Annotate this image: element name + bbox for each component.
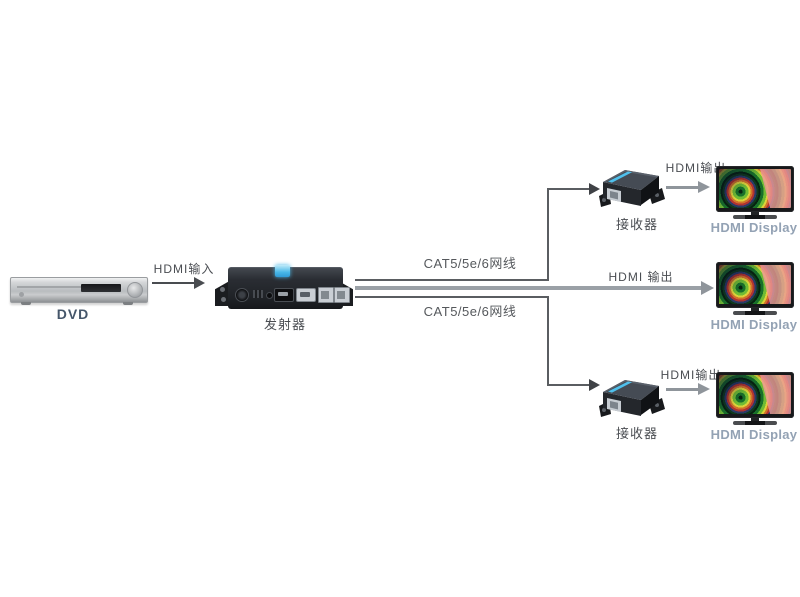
- hdmi-display-top-stand-base: [733, 215, 777, 219]
- transmitter-dc-port: [235, 288, 249, 302]
- dvd-label: DVD: [56, 306, 90, 322]
- hdmi-display-bottom-stand-base: [733, 421, 777, 425]
- transmitter-label: 发射器: [263, 317, 306, 332]
- branch-line-vertical-top: [547, 189, 549, 281]
- hdmi-display-mid: [716, 262, 794, 315]
- branch-line-vertical-bottom: [547, 296, 549, 386]
- hdmi-display-label-top: HDMI Display: [710, 220, 798, 235]
- cat5-cable-label-bottom: CAT5/5e/6网线: [423, 304, 517, 319]
- hdmi-display-mid-screen: [719, 265, 791, 304]
- receiver-device-bottom: [599, 380, 665, 417]
- hdmi-display-bottom: [716, 372, 794, 425]
- transmitter-vent: [253, 290, 263, 298]
- hdmi-output-bottom-arrow-head: [698, 383, 710, 395]
- dvd-foot: [123, 302, 133, 305]
- hdmi-display-label-mid: HDMI Display: [710, 317, 798, 332]
- hdmi-output-mid-label: HDMI 输出: [608, 270, 674, 284]
- hdmi-display-top-screen: [719, 169, 791, 208]
- dvd-player: [10, 277, 148, 305]
- hdmi-display-top: [716, 166, 794, 219]
- hdmi-display-top-stand-neck: [751, 212, 759, 216]
- hdmi-input-arrow-head: [194, 277, 205, 289]
- branch-arrow-bottom-head: [589, 379, 600, 391]
- hdmi-output-mid-arrow-head: [701, 281, 714, 295]
- hdmi-output-mid-arrow-shaft: [355, 286, 701, 290]
- branch-arrow-bottom-shaft: [547, 384, 590, 386]
- hdmi-display-label-bottom: HDMI Display: [710, 427, 798, 442]
- transmitter-hdmi-port-2: [296, 288, 316, 302]
- dvd-tray-line: [17, 286, 117, 288]
- dvd-display-window: [81, 284, 121, 292]
- transmitter-hdmi-port-1: [274, 288, 294, 302]
- hdmi-display-bottom-stand-neck: [751, 418, 759, 422]
- receiver-device-top: [599, 170, 665, 207]
- hdmi-display-bottom-screen: [719, 375, 791, 414]
- transmitter-rj45-port-2: [334, 287, 350, 303]
- transmitter-led-strip: [275, 265, 290, 277]
- hdmi-display-mid-stand-base: [733, 311, 777, 315]
- dvd-power-led: [19, 292, 24, 297]
- hdmi-output-bottom-arrow-shaft: [666, 388, 699, 391]
- dvd-control-knob: [127, 282, 143, 298]
- hdmi-display-mid-stand-neck: [751, 308, 759, 312]
- cat5-cable-line-top: [355, 279, 548, 281]
- hdmi-input-label: HDMI输入: [153, 262, 215, 276]
- hdmi-input-arrow-shaft: [152, 282, 196, 284]
- hdmi-output-bottom-label: HDMI输出: [660, 368, 722, 382]
- cat5-cable-line-bottom: [355, 296, 548, 298]
- hdmi-output-top-arrow-shaft: [666, 186, 699, 189]
- hdmi-output-top-label: HDMI输出: [665, 161, 727, 175]
- branch-arrow-top-head: [589, 183, 600, 195]
- transmitter-ir-jack: [266, 292, 273, 299]
- hdmi-output-top-arrow-head: [698, 181, 710, 193]
- receiver-label-bottom: 接收器: [615, 426, 658, 441]
- dvd-foot: [21, 302, 31, 305]
- cat5-cable-label-top: CAT5/5e/6网线: [423, 256, 517, 271]
- transmitter-rj45-port-1: [318, 287, 334, 303]
- receiver-label-top: 接收器: [615, 217, 658, 232]
- branch-arrow-top-shaft: [547, 188, 590, 190]
